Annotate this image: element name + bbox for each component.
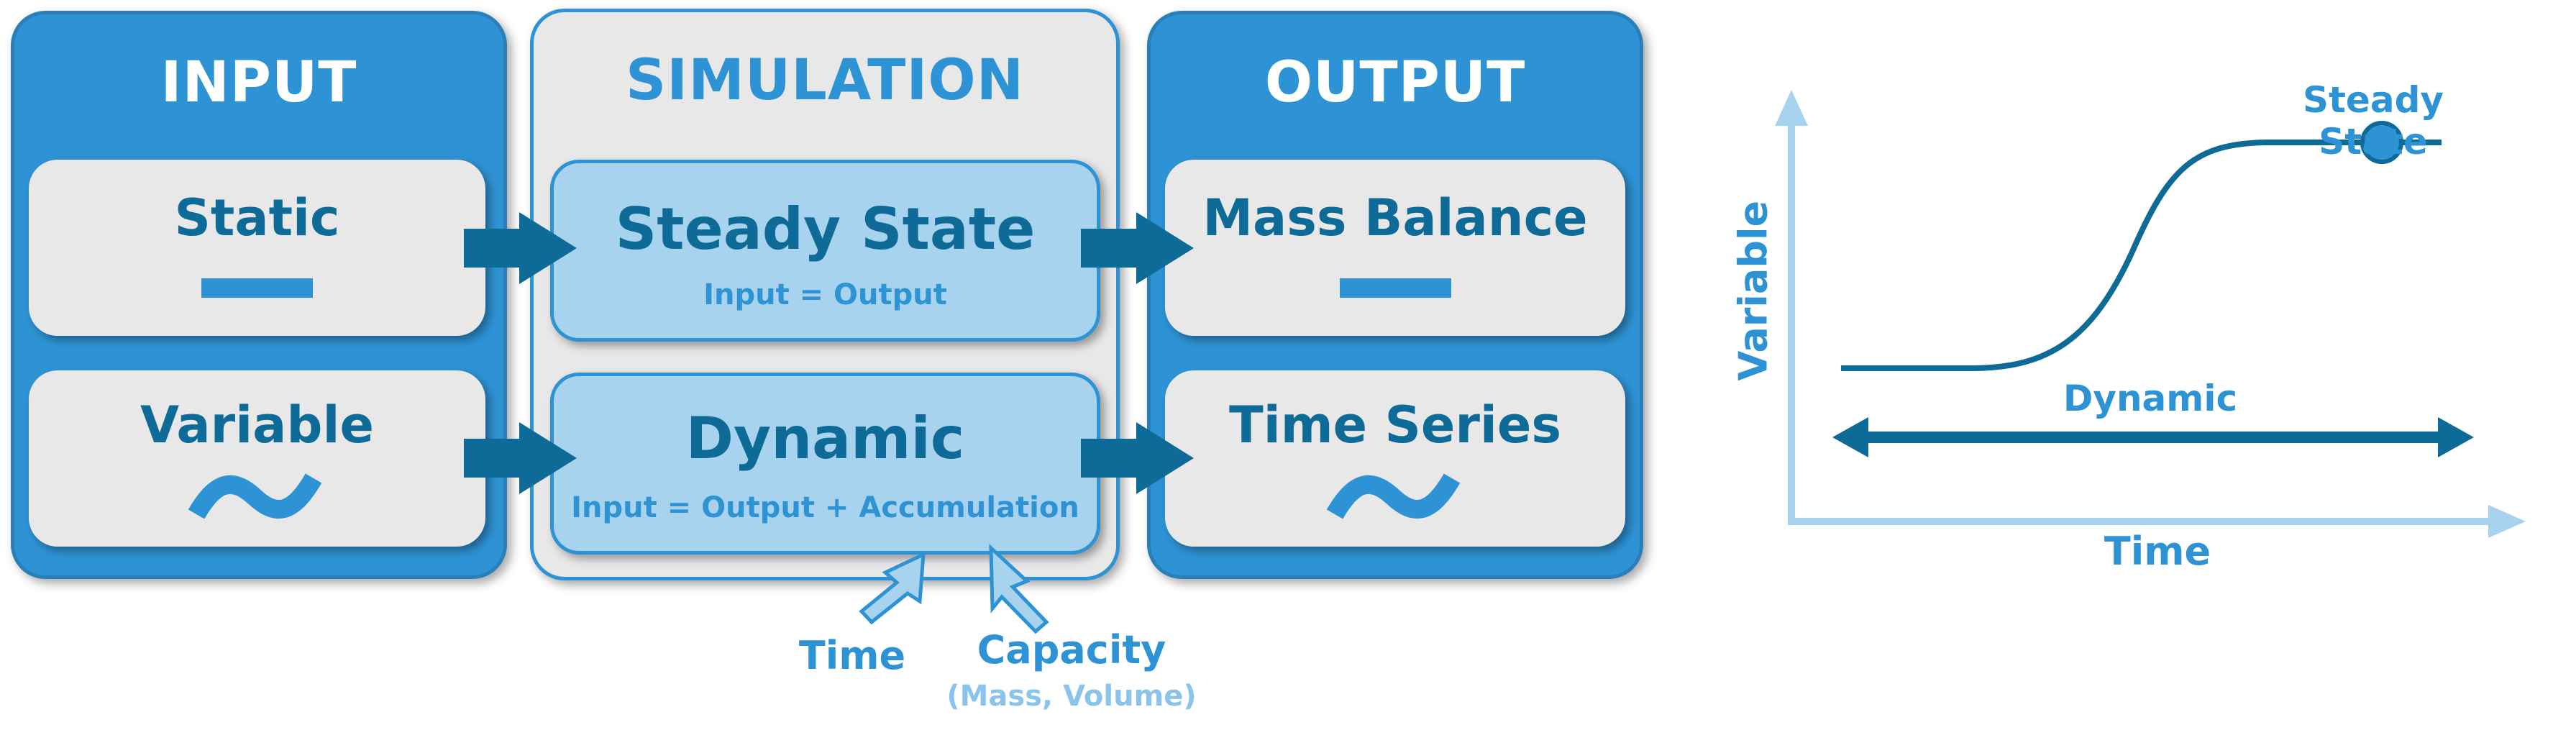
- dash-icon: [1340, 278, 1451, 298]
- steady-state-formula: Input = Output: [703, 278, 947, 311]
- time-series-card: Time Series: [1165, 370, 1625, 547]
- static-label: Static: [174, 188, 340, 247]
- mass-balance-card: Mass Balance: [1165, 160, 1625, 336]
- wave-icon: [1326, 473, 1461, 519]
- capacity-factor-label: Capacity: [977, 627, 1166, 672]
- arrow-steady-to-mass-icon: [1081, 212, 1194, 284]
- steady-state-card: Steady State Input = Output: [550, 160, 1100, 342]
- capacity-detail-label: (Mass, Volume): [946, 680, 1197, 713]
- y-axis-label: Variable: [1730, 200, 1776, 381]
- steady-state-graph-label: Steady State: [2303, 79, 2444, 163]
- variable-input-card: Variable: [29, 370, 485, 547]
- dynamic-graph-label: Dynamic: [2063, 378, 2238, 419]
- dynamic-span-left-arrowhead-icon: [1832, 417, 1868, 457]
- time-series-label: Time Series: [1228, 396, 1562, 455]
- time-factor-label: Time: [798, 633, 906, 678]
- mass-balance-label: Mass Balance: [1202, 188, 1588, 247]
- dynamic-span-right-arrowhead-icon: [2438, 417, 2474, 457]
- x-axis-arrowhead-icon: [2488, 505, 2526, 538]
- x-axis-label: Time: [2104, 529, 2211, 574]
- variable-label: Variable: [140, 396, 374, 455]
- output-title: OUTPUT: [1264, 50, 1526, 115]
- static-input-card: Static: [29, 160, 485, 336]
- dash-icon: [201, 278, 313, 298]
- dynamic-label: Dynamic: [685, 405, 965, 472]
- arrow-variable-to-dynamic-icon: [464, 422, 577, 494]
- simulation-title: SIMULATION: [626, 48, 1024, 113]
- y-axis-line: [1788, 111, 1795, 525]
- dynamic-card: Dynamic Input = Output + Accumulation: [550, 373, 1100, 555]
- dynamic-span-line: [1855, 432, 2452, 443]
- response-curve: [1841, 140, 2442, 371]
- arrow-dynamic-to-timeseries-icon: [1081, 422, 1194, 494]
- capacity-factor-arrow-icon: [989, 544, 1049, 634]
- steady-state-marker-icon: [2360, 121, 2403, 164]
- arrow-static-to-steady-icon: [464, 212, 577, 284]
- dynamic-formula: Input = Output + Accumulation: [571, 491, 1079, 524]
- x-axis-line: [1788, 518, 2500, 525]
- input-title: INPUT: [160, 50, 357, 115]
- steady-state-label: Steady State: [615, 196, 1036, 263]
- y-axis-arrowhead-icon: [1775, 90, 1808, 126]
- time-factor-arrow-icon: [859, 551, 926, 625]
- wave-icon: [188, 473, 322, 519]
